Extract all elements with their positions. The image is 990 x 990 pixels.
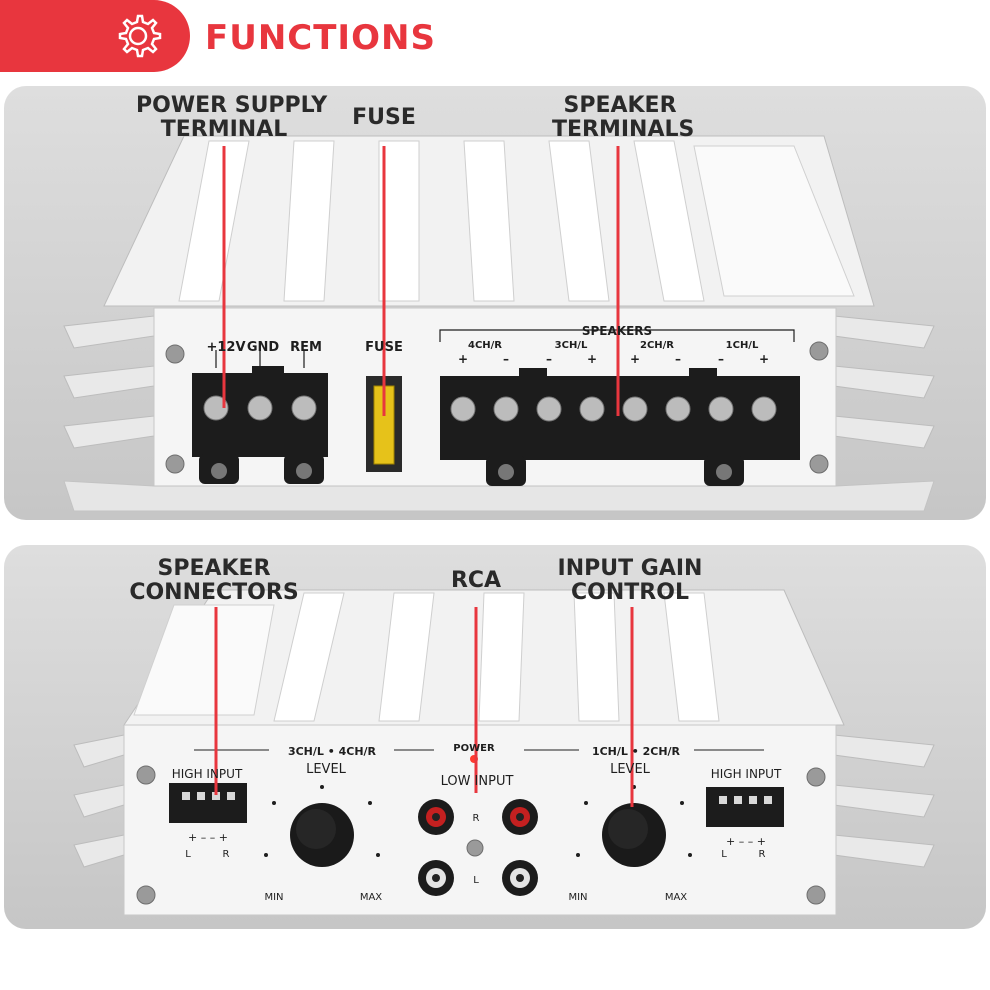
- callout-speaker-connectors: SPEAKER CONNECTORS: [129, 556, 299, 605]
- terminal-label-12v: +12V: [206, 340, 245, 355]
- channel-3chl: 3CH/L: [555, 340, 588, 351]
- low-input-label: LOW INPUT: [441, 774, 514, 789]
- connector-polarity-right: + – – +: [726, 835, 766, 848]
- callout-rca: RCA: [450, 568, 502, 593]
- connector-r-right: R: [759, 849, 766, 860]
- max-label-right: MAX: [665, 892, 687, 903]
- fuse-plate-label: FUSE: [365, 340, 403, 355]
- level-label-right: LEVEL: [610, 762, 651, 777]
- rca-r-label: R: [473, 813, 480, 824]
- min-label-right: MIN: [568, 892, 587, 903]
- callout-power-supply-terminal: POWER SUPPLY TERMINAL: [136, 93, 328, 142]
- polarity-mark: –: [503, 352, 509, 366]
- max-label-left: MAX: [360, 892, 382, 903]
- left-channel-group-label: 3CH/L • 4CH/R: [288, 745, 377, 758]
- polarity-mark: +: [630, 352, 640, 366]
- connector-l-right: L: [721, 849, 727, 860]
- connector-r-left: R: [223, 849, 230, 860]
- polarity-mark: +: [759, 352, 769, 366]
- high-input-label-left: HIGH INPUT: [172, 767, 243, 781]
- terminal-label-gnd: GND: [247, 340, 280, 355]
- level-label-left: LEVEL: [306, 762, 347, 777]
- speakers-plate-label: SPEAKERS: [582, 324, 652, 338]
- polarity-mark: –: [546, 352, 552, 366]
- header-band: [0, 0, 190, 72]
- terminal-label-rem: REM: [290, 340, 322, 355]
- polarity-mark: –: [718, 352, 724, 366]
- polarity-mark: +: [587, 352, 597, 366]
- channel-2chr: 2CH/R: [640, 340, 674, 351]
- callout-input-gain-control: INPUT GAIN CONTROL: [557, 556, 703, 605]
- amplifier-rear-panel-photo: POWER 3CH/L • 4CH/R 1CH/L • 2CH/R LEVEL …: [4, 545, 986, 929]
- min-label-left: MIN: [264, 892, 283, 903]
- polarity-mark: –: [675, 352, 681, 366]
- channel-1chl: 1CH/L: [726, 340, 759, 351]
- right-channel-group-label: 1CH/L • 2CH/R: [592, 745, 681, 758]
- connector-l-left: L: [185, 849, 191, 860]
- rca-l-label: L: [473, 875, 479, 886]
- gear-icon: [118, 14, 162, 58]
- high-input-label-right: HIGH INPUT: [711, 767, 782, 781]
- page-title: FUNCTIONS: [205, 18, 436, 58]
- callout-fuse: FUSE: [352, 105, 416, 130]
- polarity-mark: +: [458, 352, 468, 366]
- callout-speaker-terminals: SPEAKER TERMINALS: [552, 93, 695, 142]
- amplifier-front-panel-photo: +12V GND REM FUSE SPEAKERS 4CH/R 3CH/L 2…: [4, 86, 986, 520]
- connector-polarity-left: + – – +: [188, 831, 228, 844]
- channel-4chr: 4CH/R: [468, 340, 502, 351]
- power-label: POWER: [453, 743, 495, 754]
